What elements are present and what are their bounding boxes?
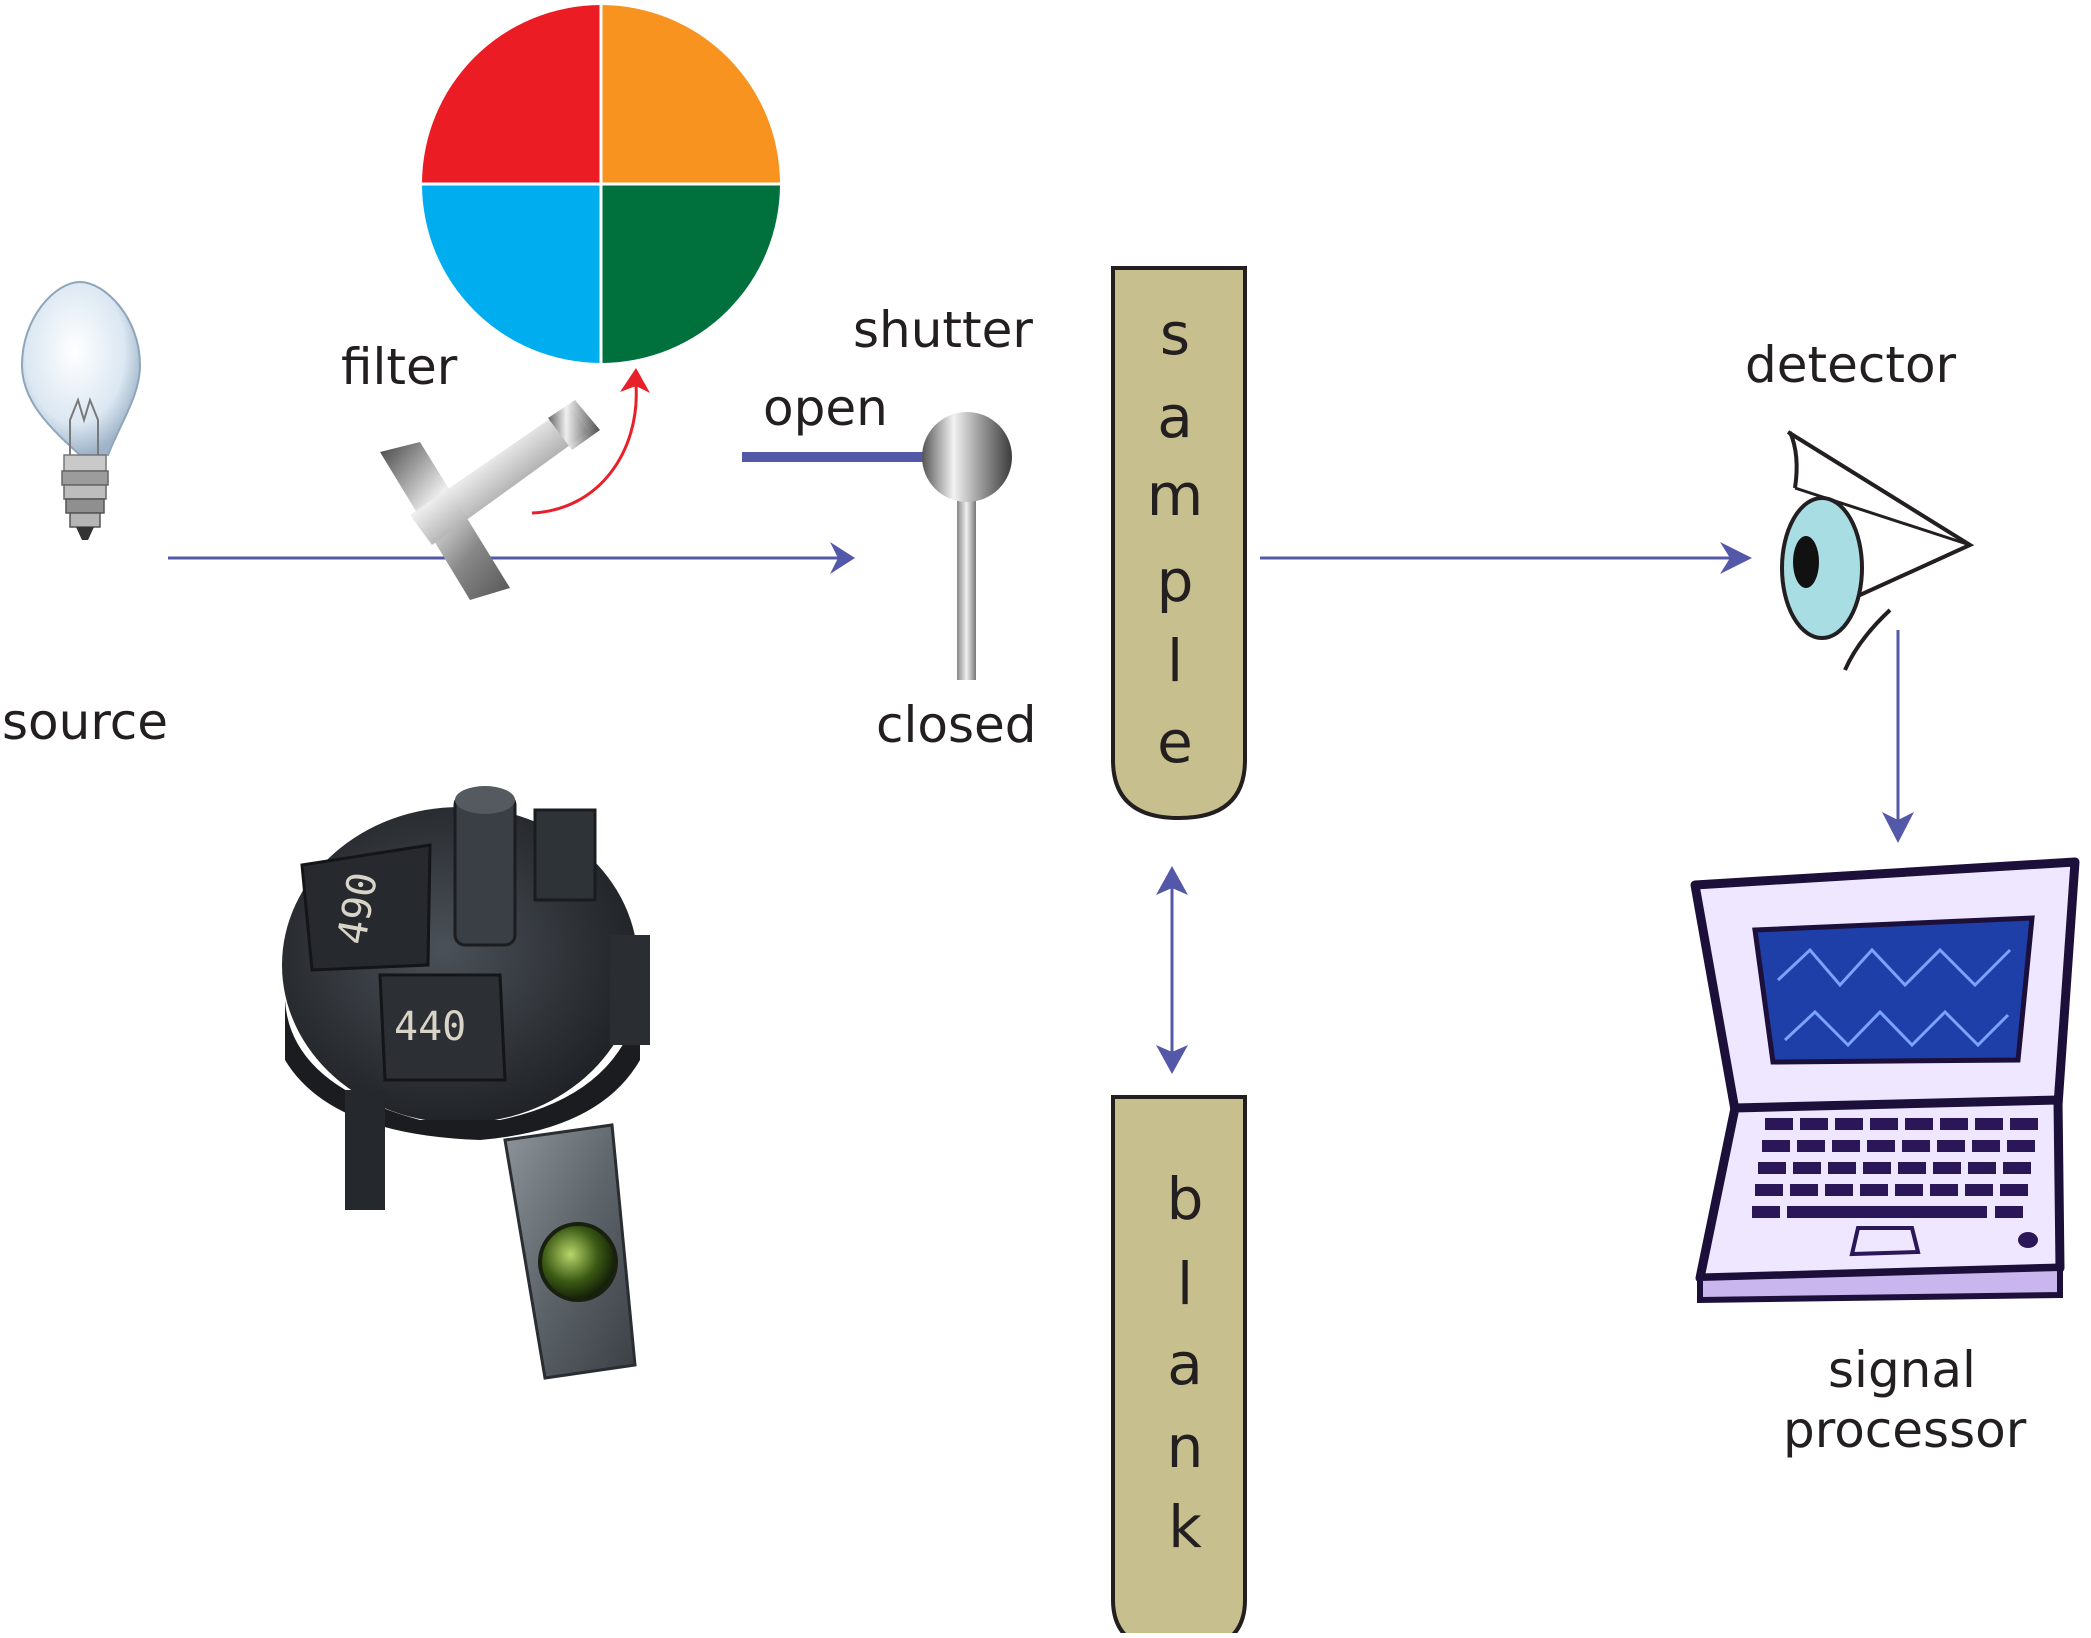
eye-icon [1780, 430, 1975, 671]
swap-arrowhead-down [1156, 1045, 1188, 1074]
shutter-label: shutter [853, 301, 1033, 359]
shutter-pivot [922, 412, 1012, 502]
sample-letter-m: m [1146, 461, 1204, 529]
signal-processor-label-line1: signal [1828, 1341, 1976, 1399]
light-bulb-icon [20, 280, 142, 540]
sample-letter-s: s [1159, 300, 1191, 368]
blank-letter-k: k [1168, 1493, 1202, 1561]
filter-label-440: 440 [394, 1004, 466, 1050]
sample-letter-l: l [1166, 627, 1184, 695]
swap-arrowhead-up [1156, 866, 1188, 895]
curved-arrow-to-filter [531, 384, 638, 515]
signal-processor-label-line2: processor [1783, 1401, 2027, 1459]
blank-tube [1111, 1095, 1247, 1638]
beam-arrowhead-1 [830, 542, 855, 574]
shutter-icon [742, 412, 1012, 680]
blank-letter-l: l [1176, 1250, 1194, 1318]
filter-wheel-icon [422, 5, 780, 363]
sample-letter-p: p [1156, 547, 1194, 615]
signal-arrowhead [1882, 812, 1914, 843]
shutter-closed-stem [957, 495, 976, 680]
shutter-open-bar [742, 452, 924, 462]
filter-label: filter [341, 338, 458, 396]
detector-label: detector [1745, 336, 1957, 394]
mirror-icon [380, 400, 600, 600]
filter-holder-photo: 490 440 [282, 786, 650, 1380]
beam-arrowhead-2 [1720, 542, 1752, 574]
laptop-icon [1690, 857, 2080, 1304]
closed-label: closed [876, 696, 1037, 754]
blank-letter-a: a [1167, 1330, 1203, 1398]
blank-letter-n: n [1166, 1413, 1204, 1481]
open-label: open [763, 379, 888, 437]
curved-arrowhead [620, 368, 650, 393]
source-label: source [2, 693, 169, 751]
blank-letter-b: b [1166, 1165, 1204, 1233]
sample-tube [1111, 266, 1247, 821]
sample-letter-e: e [1157, 708, 1193, 776]
sample-letter-a: a [1157, 383, 1193, 451]
